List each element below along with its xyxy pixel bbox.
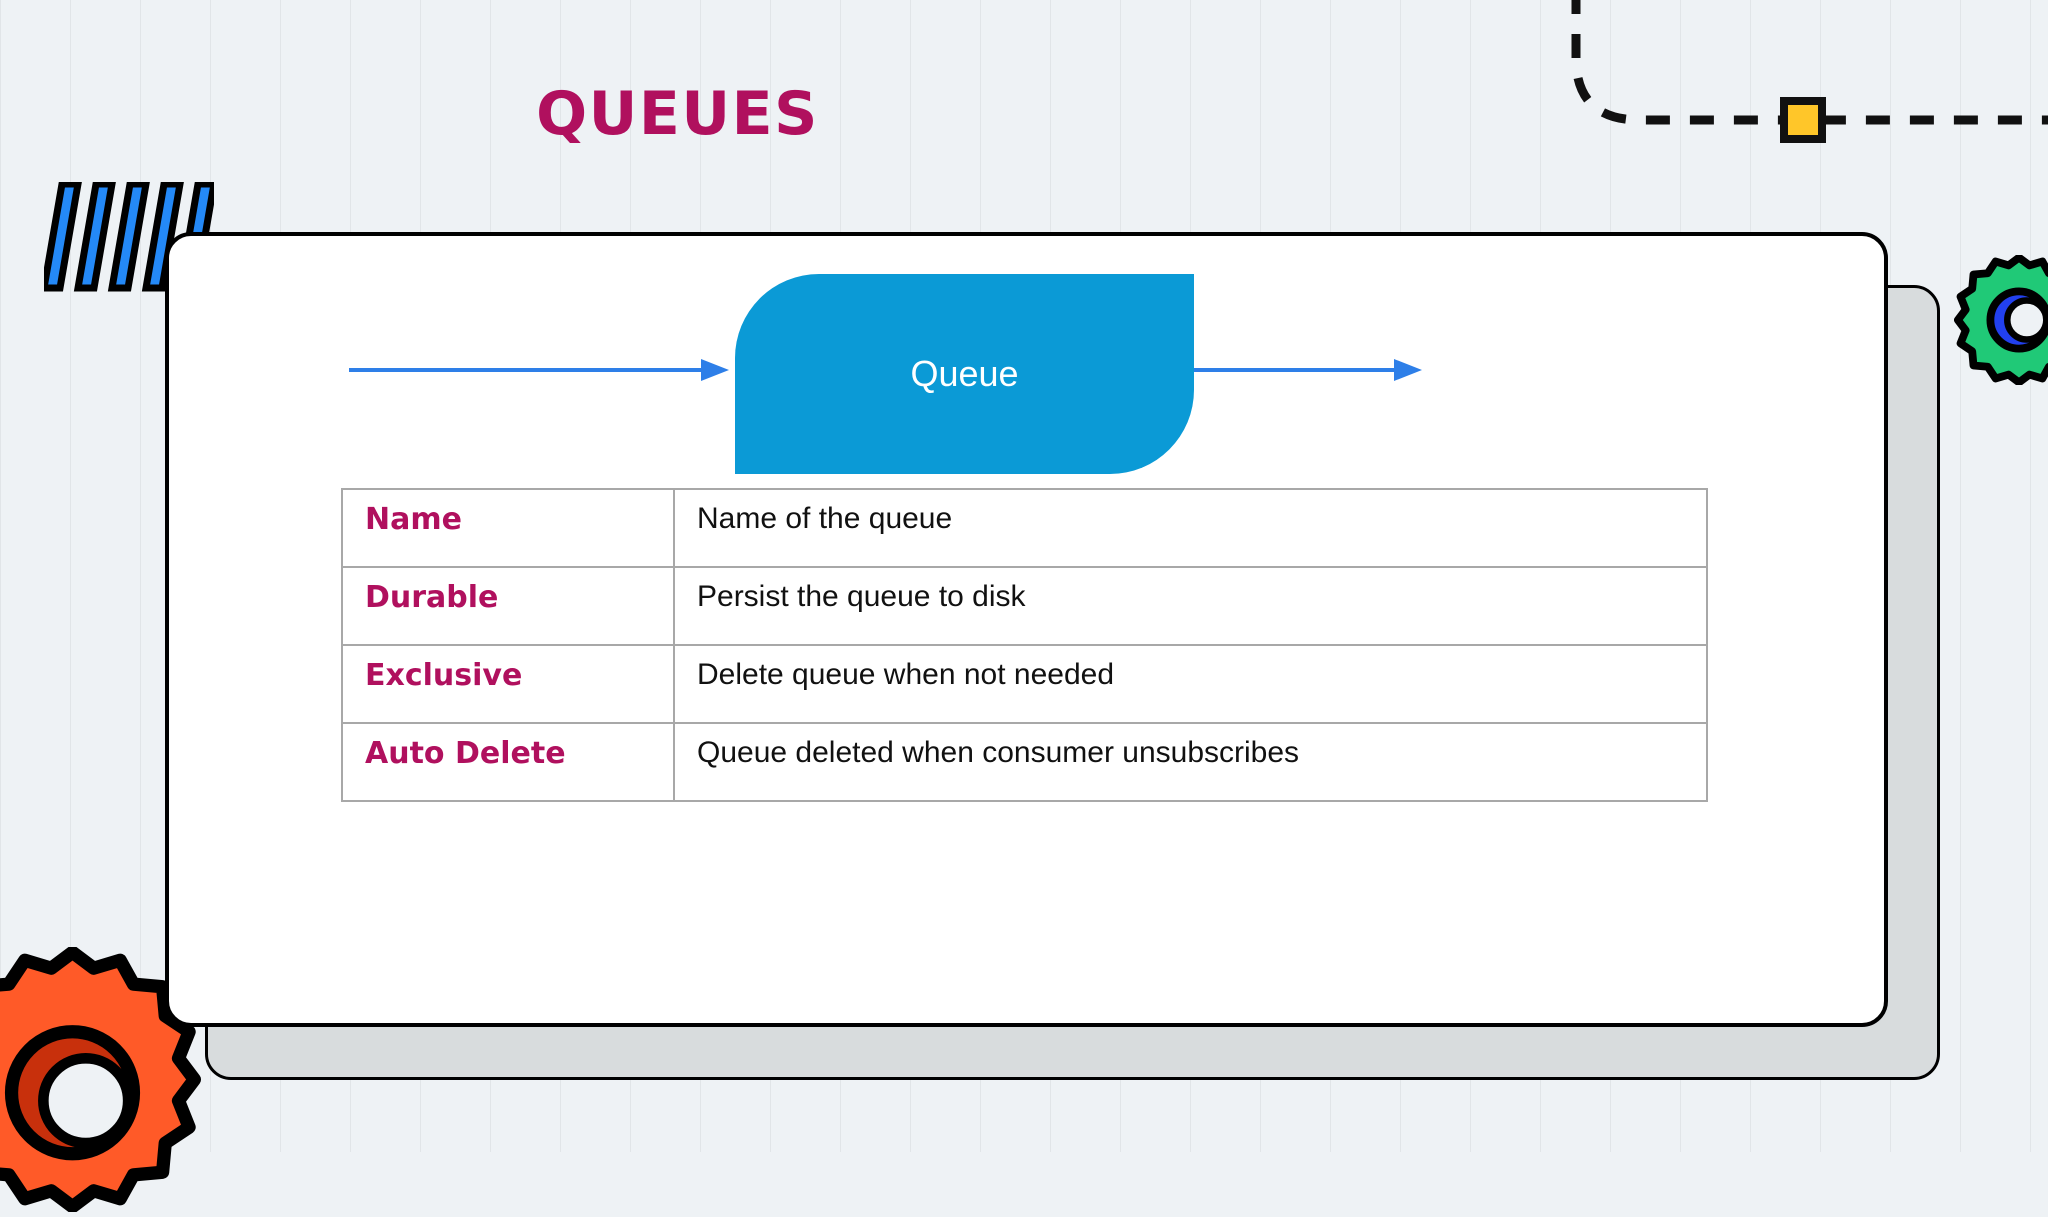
queue-diagram: Queue (169, 236, 1884, 506)
outbound-arrow (1194, 359, 1422, 381)
table-row: Auto Delete Queue deleted when consumer … (341, 722, 1708, 802)
content-card: Queue Name Name of the queue Durable Per… (165, 232, 1888, 1027)
gear-icon (1954, 253, 2048, 387)
page-title: QUEUES (536, 79, 819, 149)
attribute-name: Exclusive (341, 644, 675, 724)
table-row: Durable Persist the queue to disk (341, 566, 1708, 646)
attribute-name: Durable (341, 566, 675, 646)
attribute-description: Persist the queue to disk (673, 566, 1708, 646)
table-row: Exclusive Delete queue when not needed (341, 644, 1708, 724)
queue-node: Queue (735, 274, 1194, 474)
table-row: Name Name of the queue (341, 488, 1708, 568)
queue-attributes-table: Name Name of the queue Durable Persist t… (341, 488, 1708, 802)
attribute-description: Name of the queue (673, 488, 1708, 568)
attribute-name: Auto Delete (341, 722, 675, 802)
dashed-connector-icon (1528, 0, 2048, 190)
queue-node-label: Queue (910, 353, 1019, 394)
inbound-arrow (349, 359, 729, 381)
attribute-description: Queue deleted when consumer unsubscribes (673, 722, 1708, 802)
attribute-name: Name (341, 488, 675, 568)
attribute-description: Delete queue when not needed (673, 644, 1708, 724)
